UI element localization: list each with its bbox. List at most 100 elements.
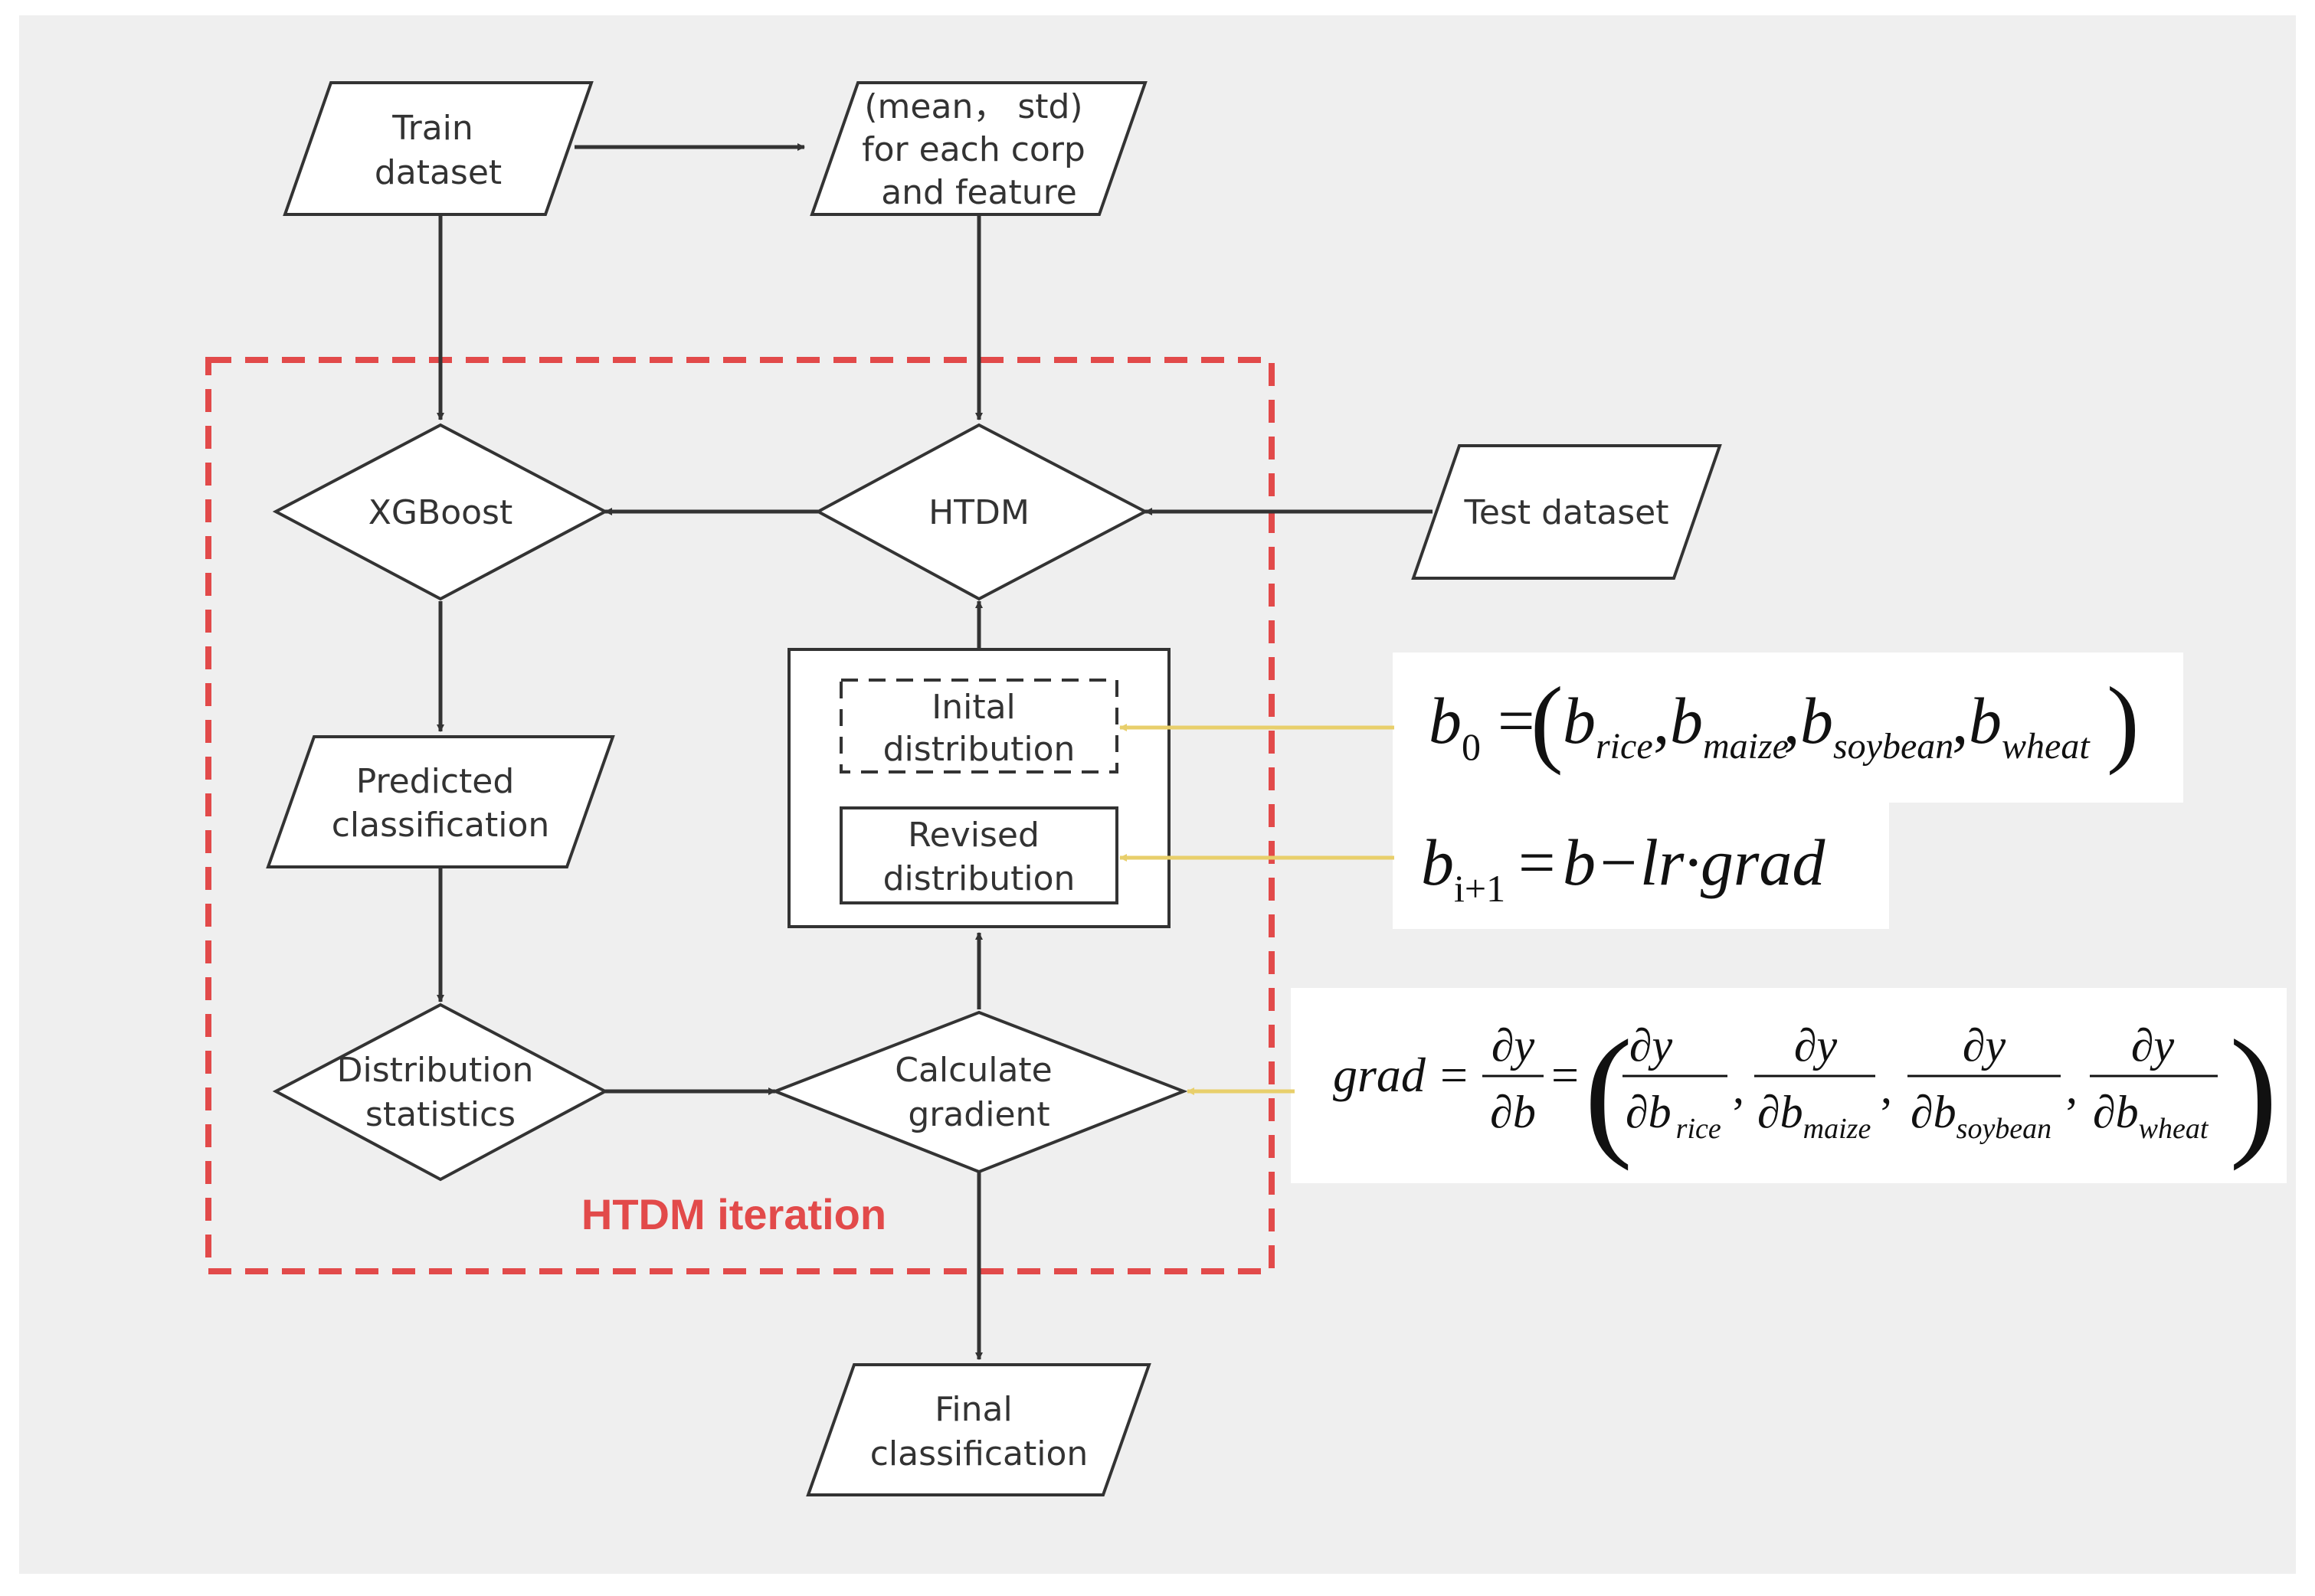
train-dataset-shape [283, 81, 594, 216]
gradient-formula-equals-1: = [1440, 1048, 1468, 1102]
svg-text:∂bsoybean: ∂bsoybean [1911, 1087, 2051, 1145]
xgboost-node: XGBoost [272, 423, 609, 601]
predicted-classification-line-2: classification [332, 806, 550, 845]
update-formula-equals: = [1518, 826, 1556, 899]
gradient-term-soybean-num: ∂y [1963, 1020, 2006, 1071]
initial-term-wheat-sym: b [1969, 684, 2002, 757]
gradient-term-maize-sub: maize [1803, 1113, 1871, 1145]
final-classification-node: Final classification [806, 1363, 1151, 1496]
xgboost-shape [272, 423, 609, 601]
gradient-right-paren: ) [2229, 1011, 2277, 1172]
initial-formula: b0 = ( brice , bmaize , bsoybean , bwhea… [1429, 667, 2140, 776]
inital-distribution-line-2: distribution [883, 730, 1076, 769]
htdm-shape [814, 423, 1149, 601]
predicted-classification-line-1: Predicted [356, 762, 515, 801]
revised-distribution-box [840, 806, 1118, 904]
gradient-term-maize-num: ∂y [1794, 1020, 1838, 1071]
mean-std-line-3: and feature [881, 173, 1077, 212]
svg-text:bsoybean: bsoybean [1800, 684, 1953, 767]
initial-comma-2: , [1783, 684, 1800, 757]
htdm-label: HTDM [928, 493, 1030, 532]
gradient-formula-panel [1291, 988, 2287, 1183]
initial-term-maize-sym: b [1670, 684, 1703, 757]
update-formula-rhs: b−lr·grad [1563, 826, 1825, 899]
gradient-term-maize-den: ∂b [1757, 1087, 1803, 1137]
svg-text:∂bwheat: ∂bwheat [2093, 1087, 2209, 1145]
svg-text:bwheat: bwheat [1969, 684, 2091, 767]
svg-text:∂brice: ∂brice [1626, 1087, 1721, 1145]
initial-term-maize-sub: maize [1703, 726, 1789, 767]
gradient-term-wheat-sub: wheat [2139, 1113, 2209, 1145]
predicted-classification-node: Predicted classification [266, 735, 615, 868]
svg-text:(mean， std) for each cor: (mean， std) for each corp and feature [862, 87, 1096, 212]
distribution-statistics-node: Distribution statistics [272, 1002, 609, 1182]
gradient-term-rice-sub: rice [1676, 1113, 1721, 1145]
svg-text:Train dataset: Train dataset [375, 109, 502, 192]
svg-text:Final classification: Final classification [870, 1390, 1089, 1473]
test-dataset-label: Test dataset [1464, 493, 1669, 532]
final-classification-shape [806, 1363, 1151, 1496]
gradient-comma-3: , [2066, 1062, 2078, 1113]
connectors [437, 143, 1433, 1360]
htdm-iteration-frame [205, 357, 1275, 1274]
gradient-fraction-numerator: ∂y [1491, 1020, 1535, 1071]
update-formula: bi+1 = b−lr·grad [1421, 826, 1825, 910]
gradient-formula-lhs: grad [1333, 1048, 1426, 1102]
initial-formula-left-paren: ( [1531, 667, 1564, 776]
gradient-term-rice-den: ∂b [1626, 1087, 1672, 1137]
svg-text:Inital distribution: Inital distribution [883, 688, 1076, 769]
test-dataset-shape [1411, 444, 1722, 580]
gradient-formula-equals-2: = [1551, 1048, 1579, 1102]
initial-formula-right-paren: ) [2107, 667, 2140, 776]
gradient-comma-1: , [1733, 1062, 1744, 1113]
update-formula-lhs-sub: i+1 [1454, 867, 1505, 910]
svg-text:∂bmaize: ∂bmaize [1757, 1087, 1871, 1145]
svg-text:bmaize: bmaize [1670, 684, 1789, 767]
distribution-statistics-line-2: statistics [365, 1095, 516, 1134]
train-dataset-line-1: Train [391, 109, 473, 148]
calculate-gradient-node: Calculate gradient [771, 1010, 1188, 1174]
update-formula-panel [1393, 803, 1889, 929]
feedback-arrows [1119, 724, 1394, 1095]
initial-comma-1: , [1653, 684, 1670, 757]
gradient-term-soybean-den: ∂b [1911, 1087, 1956, 1137]
initial-term-soybean-sym: b [1800, 684, 1833, 757]
inital-distribution-line-1: Inital [932, 688, 1016, 727]
gradient-term-rice-num: ∂y [1629, 1020, 1673, 1071]
train-dataset-node: Train dataset [283, 81, 594, 216]
distribution-box: Inital distribution Revised distribution [787, 648, 1171, 928]
gradient-term-wheat-num: ∂y [2131, 1020, 2175, 1071]
initial-term-soybean-sub: soybean [1833, 726, 1953, 767]
final-classification-line-1: Final [935, 1390, 1012, 1429]
htdm-iteration-label: HTDM iteration [581, 1190, 886, 1238]
train-dataset-line-2: dataset [375, 153, 502, 192]
htdm-node: HTDM [814, 423, 1149, 601]
inital-distribution-box [840, 679, 1118, 773]
gradient-left-paren: ( [1584, 1011, 1632, 1172]
mean-std-line-2: for each corp [862, 130, 1085, 169]
gradient-term-soybean-sub: soybean [1956, 1113, 2052, 1145]
svg-text:Distribution statistics: Distribution statistics [337, 1051, 545, 1134]
initial-term-rice-sym: b [1563, 684, 1596, 757]
svg-text:Revised distribution: Revised distribution [883, 816, 1076, 898]
final-classification-line-2: classification [870, 1434, 1089, 1473]
calculate-gradient-line-1: Calculate [895, 1051, 1053, 1090]
predicted-classification-shape [266, 735, 615, 868]
calculate-gradient-line-2: gradient [908, 1095, 1049, 1134]
initial-term-rice-sub: rice [1596, 726, 1653, 767]
gradient-fraction-denominator: ∂b [1490, 1087, 1536, 1137]
revised-distribution-line-2: distribution [883, 859, 1076, 898]
initial-formula-lhs-sub: 0 [1462, 725, 1481, 768]
mean-std-line-1: (mean， std) [864, 87, 1082, 126]
svg-text:Calculate gradient: Calculate gradient [895, 1051, 1063, 1134]
mean-std-shape [810, 81, 1148, 216]
svg-text:brice: brice [1563, 684, 1653, 767]
svg-text:bi+1: bi+1 [1421, 826, 1505, 910]
distribution-statistics-line-1: Distribution [337, 1051, 534, 1090]
initial-formula-lhs: b [1429, 684, 1462, 757]
initial-formula-equals: = [1498, 684, 1535, 757]
distribution-statistics-shape [272, 1002, 609, 1182]
xgboost-label: XGBoost [368, 493, 512, 532]
mean-std-node: (mean， std) for each corp and feature [810, 81, 1148, 216]
